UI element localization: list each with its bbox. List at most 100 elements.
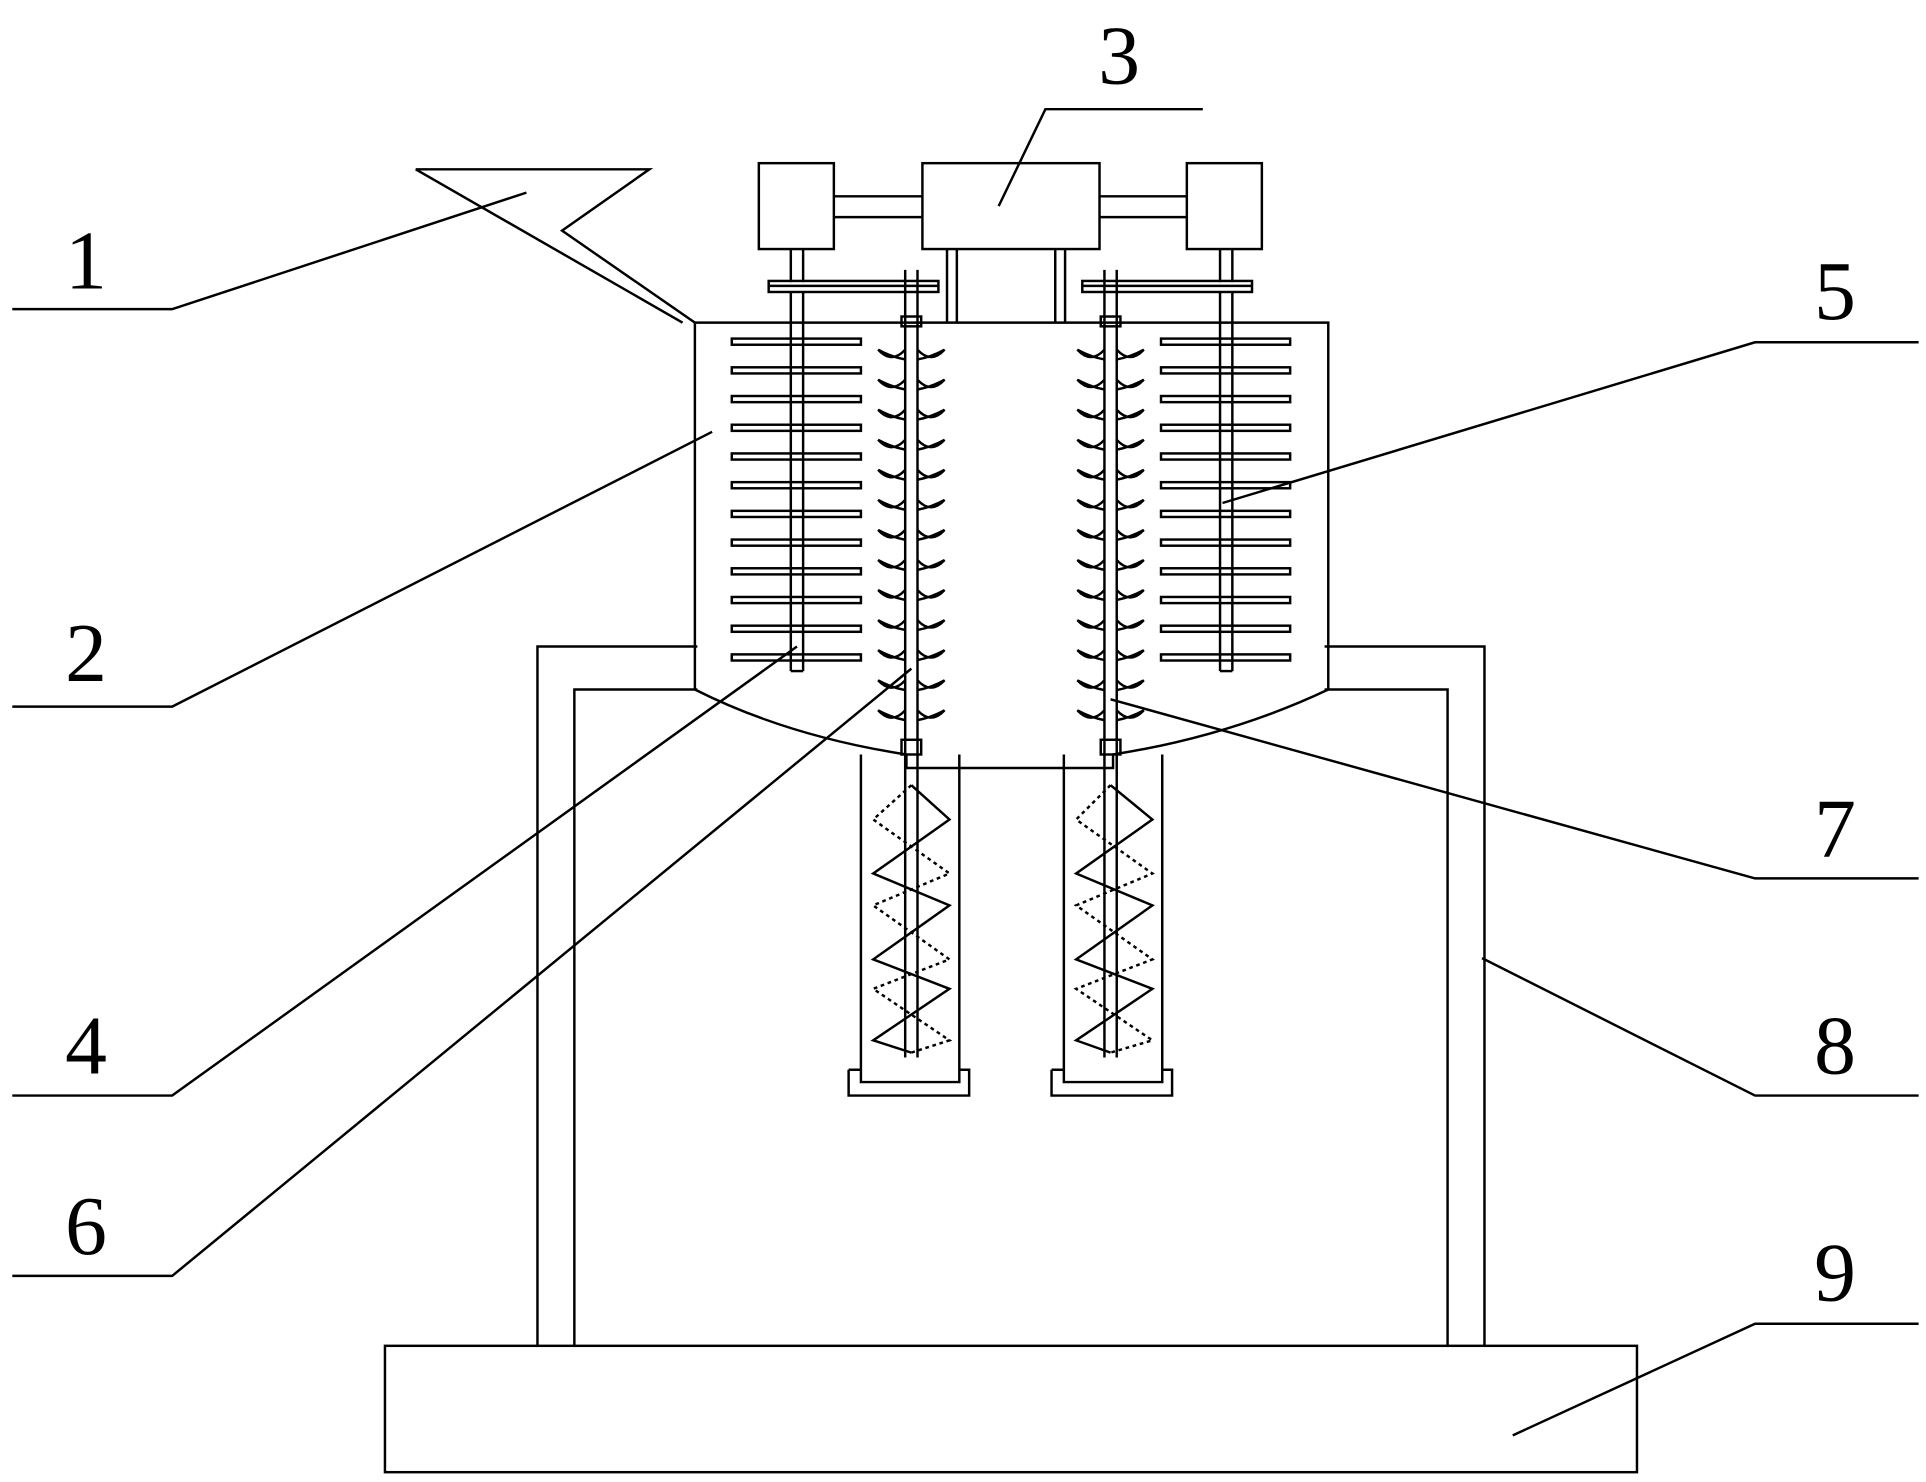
screw-blade (916, 378, 946, 391)
paddle (1159, 337, 1292, 346)
screw-blade (1115, 408, 1145, 421)
paddle (1159, 452, 1292, 461)
paddle (1159, 423, 1292, 433)
screw-blade (916, 679, 946, 692)
screw-blade (1076, 498, 1106, 511)
paddle (730, 538, 863, 547)
feed-hopper (415, 168, 696, 324)
screw-blade (1076, 619, 1106, 632)
paddle (1159, 653, 1292, 662)
screw-blade (1115, 498, 1145, 511)
left-screw-shaft (877, 269, 946, 1058)
paddle (1159, 394, 1292, 404)
screw-blade (877, 378, 907, 391)
left-stirring-shaft (730, 291, 863, 673)
leader-lines (12, 107, 1919, 1437)
screw-blade (877, 709, 907, 722)
screw-blade (916, 589, 946, 602)
base-plate (383, 1344, 1639, 1474)
label-2: 2 (65, 608, 107, 700)
paddle (730, 480, 863, 490)
screw-blade (1076, 709, 1106, 722)
screw-blade (1115, 649, 1145, 662)
screw-blade (1115, 709, 1145, 722)
screw-blade (1076, 468, 1106, 481)
screw-blade (877, 649, 907, 662)
left-discharge-tube (847, 754, 971, 1097)
screw-blade (916, 348, 946, 361)
screw-blade (1115, 468, 1145, 481)
auger-flight (1073, 784, 1156, 1054)
label-8: 8 (1814, 1001, 1856, 1093)
screw-blade (1115, 528, 1145, 542)
label-9: 9 (1814, 1228, 1856, 1320)
screw-blade (877, 438, 907, 451)
screw-blade (1115, 589, 1145, 602)
screw-blade (916, 438, 946, 451)
paddle (730, 509, 863, 519)
paddle (1159, 624, 1292, 634)
paddle (1159, 366, 1292, 375)
screw-blade (877, 679, 907, 692)
auger-flight-back (870, 784, 953, 1054)
label-3: 3 (1098, 11, 1140, 103)
paddle (1159, 509, 1292, 519)
auger-flight-back (1073, 784, 1156, 1054)
screw-blade (1076, 348, 1106, 361)
paddle (730, 366, 863, 375)
screw-blade (1115, 348, 1145, 361)
screw-blade (877, 528, 907, 542)
screw-blade (877, 558, 907, 572)
screw-blade (916, 468, 946, 481)
auger-flight (870, 784, 953, 1054)
paddle (1159, 480, 1292, 490)
screw-blade (1076, 558, 1106, 572)
screw-blade (1076, 408, 1106, 421)
paddle (730, 595, 863, 605)
screw-blade (1115, 679, 1145, 692)
label-4: 4 (65, 1001, 107, 1093)
screw-blade (877, 348, 907, 361)
screw-blade (1115, 438, 1145, 451)
screw-blade (1076, 378, 1106, 391)
label-7: 7 (1814, 783, 1856, 875)
support-frame (536, 645, 1486, 1346)
screw-blade (916, 498, 946, 511)
screw-blade (1076, 679, 1106, 692)
screw-blade (916, 619, 946, 632)
paddle (1159, 567, 1292, 576)
screw-blade (1076, 438, 1106, 451)
screw-blade (916, 528, 946, 542)
screw-blade (1076, 589, 1106, 602)
screw-blade (877, 498, 907, 511)
screw-blade (1115, 378, 1145, 391)
paddle (730, 653, 863, 662)
screw-blade (877, 468, 907, 481)
screw-blade (1076, 649, 1106, 662)
right-screw-shaft (1076, 269, 1145, 1058)
right-discharge-tube (1050, 754, 1174, 1097)
paddle (730, 452, 863, 461)
motor-assembly (757, 161, 1264, 323)
label-1: 1 (65, 215, 107, 307)
screw-blade (1115, 619, 1145, 632)
screw-blade (916, 649, 946, 662)
screw-blade (1076, 528, 1106, 542)
paddle (730, 567, 863, 576)
screw-blade (916, 558, 946, 572)
paddle (1159, 538, 1292, 547)
screw-blade (877, 589, 907, 602)
screw-blade (1115, 558, 1145, 572)
screw-blade (916, 408, 946, 421)
paddle (730, 624, 863, 634)
paddle (730, 337, 863, 346)
label-6: 6 (65, 1181, 107, 1273)
screw-blade (877, 619, 907, 632)
screw-blade (916, 709, 946, 722)
paddle (730, 423, 863, 433)
part-labels: 1 2 3 4 5 6 7 8 9 (65, 11, 1856, 1320)
label-5: 5 (1814, 246, 1856, 338)
mixing-tank (693, 321, 1330, 770)
paddle (730, 394, 863, 404)
